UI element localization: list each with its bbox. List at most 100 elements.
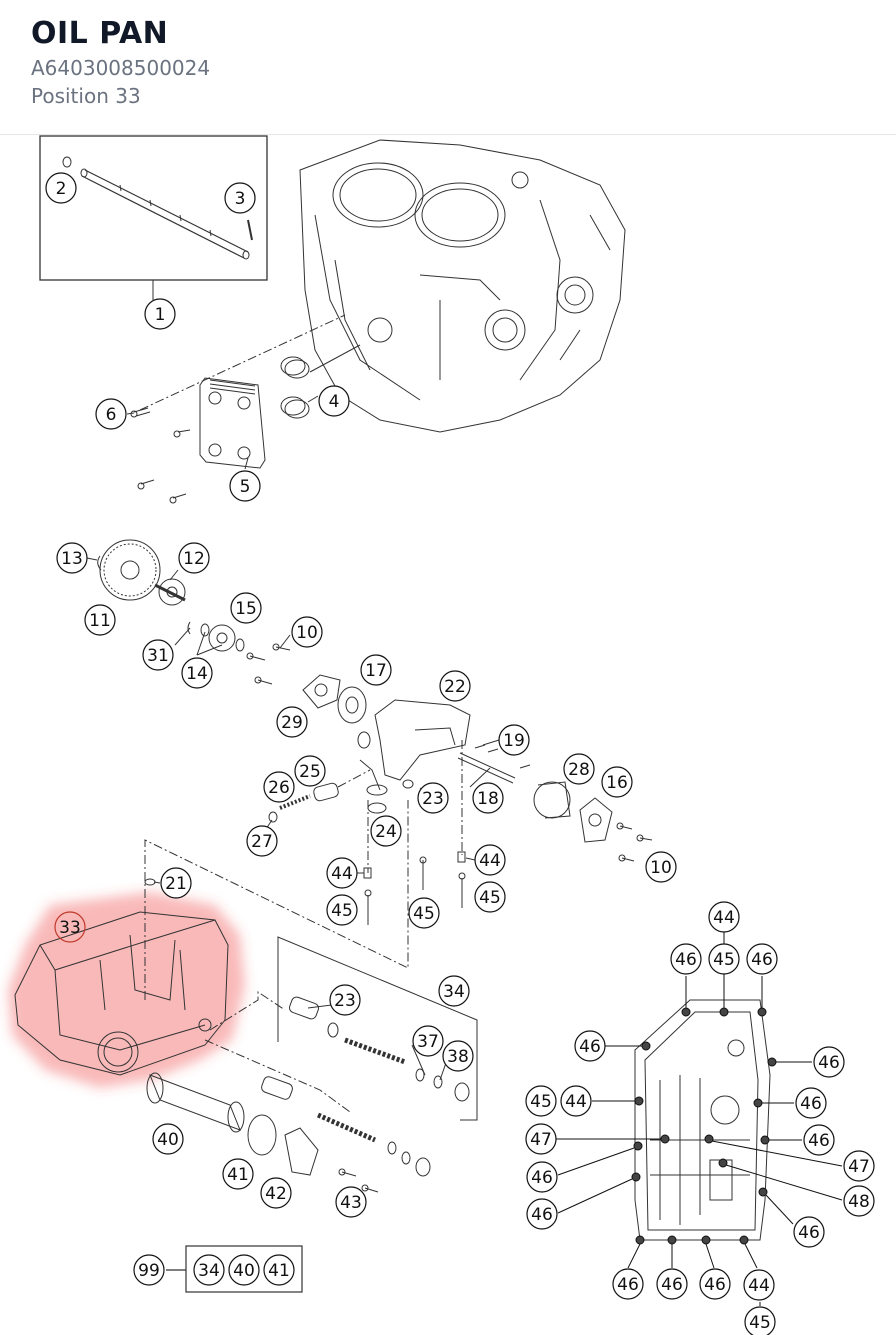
callout-28[interactable]: 28 [563,753,595,785]
callout-24[interactable]: 24 [370,815,402,847]
callout-circle [645,851,677,883]
callout-45[interactable]: 45 [744,1306,776,1335]
callout-12[interactable]: 12 [178,542,210,574]
callout-circle [326,894,358,926]
callout-1[interactable]: 1 [144,298,176,330]
callout-45[interactable]: 45 [408,897,440,929]
callout-5[interactable]: 5 [229,470,261,502]
callout-45[interactable]: 45 [525,1085,557,1117]
callout-17[interactable]: 17 [360,654,392,686]
callout-label: 45 [749,1313,771,1333]
callout-25[interactable]: 25 [294,755,326,787]
callout-44[interactable]: 44 [743,1269,775,1301]
callout-13[interactable]: 13 [56,542,88,574]
callout-circle [84,604,116,636]
callout-37[interactable]: 37 [412,1025,444,1057]
callout-46[interactable]: 46 [803,1124,835,1156]
callout-45[interactable]: 45 [326,894,358,926]
callout-label: 45 [530,1092,552,1112]
callout-46[interactable]: 46 [699,1268,731,1300]
callout-31[interactable]: 31 [142,639,174,671]
oil-pan-top-view [634,999,771,1241]
callout-label: 31 [147,646,169,666]
callout-46[interactable]: 46 [526,1198,558,1230]
callout-label: 41 [227,1165,249,1185]
oring-21 [144,878,156,886]
callout-46[interactable]: 46 [746,943,778,975]
inset-part-1 [39,135,268,300]
callout-27[interactable]: 27 [246,825,278,857]
callout-43[interactable]: 43 [335,1186,367,1218]
callout-48[interactable]: 48 [843,1185,875,1217]
callout-44[interactable]: 44 [326,857,358,889]
top-view-leaders [556,932,843,1306]
callout-circle [744,1306,776,1335]
bracket-34 [277,936,478,1121]
page-title: OIL PAN [31,16,169,51]
oil-pan-highlight[interactable] [8,892,245,1088]
filter-group [146,1072,431,1193]
callout-label: 13 [61,549,83,569]
callout-46[interactable]: 46 [795,1087,827,1119]
callout-44[interactable]: 44 [708,901,740,933]
callout-23[interactable]: 23 [417,782,449,814]
callout-3[interactable]: 3 [224,182,256,214]
callout-label: 47 [530,1130,552,1150]
callout-38[interactable]: 38 [442,1040,474,1072]
callout-46[interactable]: 46 [670,943,702,975]
callout-46[interactable]: 46 [526,1161,558,1193]
callout-circle [276,706,308,738]
callout-26[interactable]: 26 [263,771,295,803]
callout-29[interactable]: 29 [276,706,308,738]
callout-44[interactable]: 44 [560,1085,592,1117]
callout-44[interactable]: 44 [474,844,506,876]
callout-2[interactable]: 2 [45,172,77,204]
callout-99[interactable]: 99 [133,1254,165,1286]
callout-19[interactable]: 19 [498,724,530,756]
callout-circle [335,1186,367,1218]
callout-23[interactable]: 23 [329,984,361,1016]
callout-10[interactable]: 10 [291,616,323,648]
callout-46[interactable]: 46 [574,1030,606,1062]
callout-label: 33 [59,918,81,938]
callout-circle [95,398,127,430]
callout-6[interactable]: 6 [95,398,127,430]
oil-pan[interactable] [14,911,229,1076]
callout-16[interactable]: 16 [601,766,633,798]
callout-label: 38 [447,1047,469,1067]
callout-22[interactable]: 22 [439,670,471,702]
callout-circle [670,943,702,975]
callout-40[interactable]: 40 [228,1254,260,1286]
callout-15[interactable]: 15 [230,592,262,624]
callout-47[interactable]: 47 [525,1123,557,1155]
callout-21[interactable]: 21 [160,867,192,899]
engine-block [299,139,626,433]
callout-46[interactable]: 46 [813,1046,845,1078]
callout-18[interactable]: 18 [472,782,504,814]
callout-40[interactable]: 40 [152,1123,184,1155]
callout-47[interactable]: 47 [843,1150,875,1182]
callout-14[interactable]: 14 [181,657,213,689]
callout-46[interactable]: 46 [793,1216,825,1248]
callout-45[interactable]: 45 [708,943,740,975]
callout-label: 16 [606,773,628,793]
callout-label: 23 [422,789,444,809]
callout-11[interactable]: 11 [84,604,116,636]
callout-46[interactable]: 46 [656,1268,688,1300]
callout-label: 24 [375,822,397,842]
callout-10[interactable]: 10 [645,851,677,883]
callout-label: 46 [617,1275,639,1295]
callout-34[interactable]: 34 [193,1254,225,1286]
callout-circle [843,1150,875,1182]
callout-34[interactable]: 34 [438,975,470,1007]
callout-45[interactable]: 45 [474,881,506,913]
callout-41[interactable]: 41 [222,1158,254,1190]
callout-41[interactable]: 41 [263,1254,295,1286]
callout-46[interactable]: 46 [612,1268,644,1300]
callout-4[interactable]: 4 [318,385,350,417]
callout-circle [54,911,86,943]
callout-33[interactable]: 33 [54,911,86,943]
callout-42[interactable]: 42 [260,1177,292,1209]
callout-circle [224,182,256,214]
callout-label: 41 [268,1261,290,1281]
